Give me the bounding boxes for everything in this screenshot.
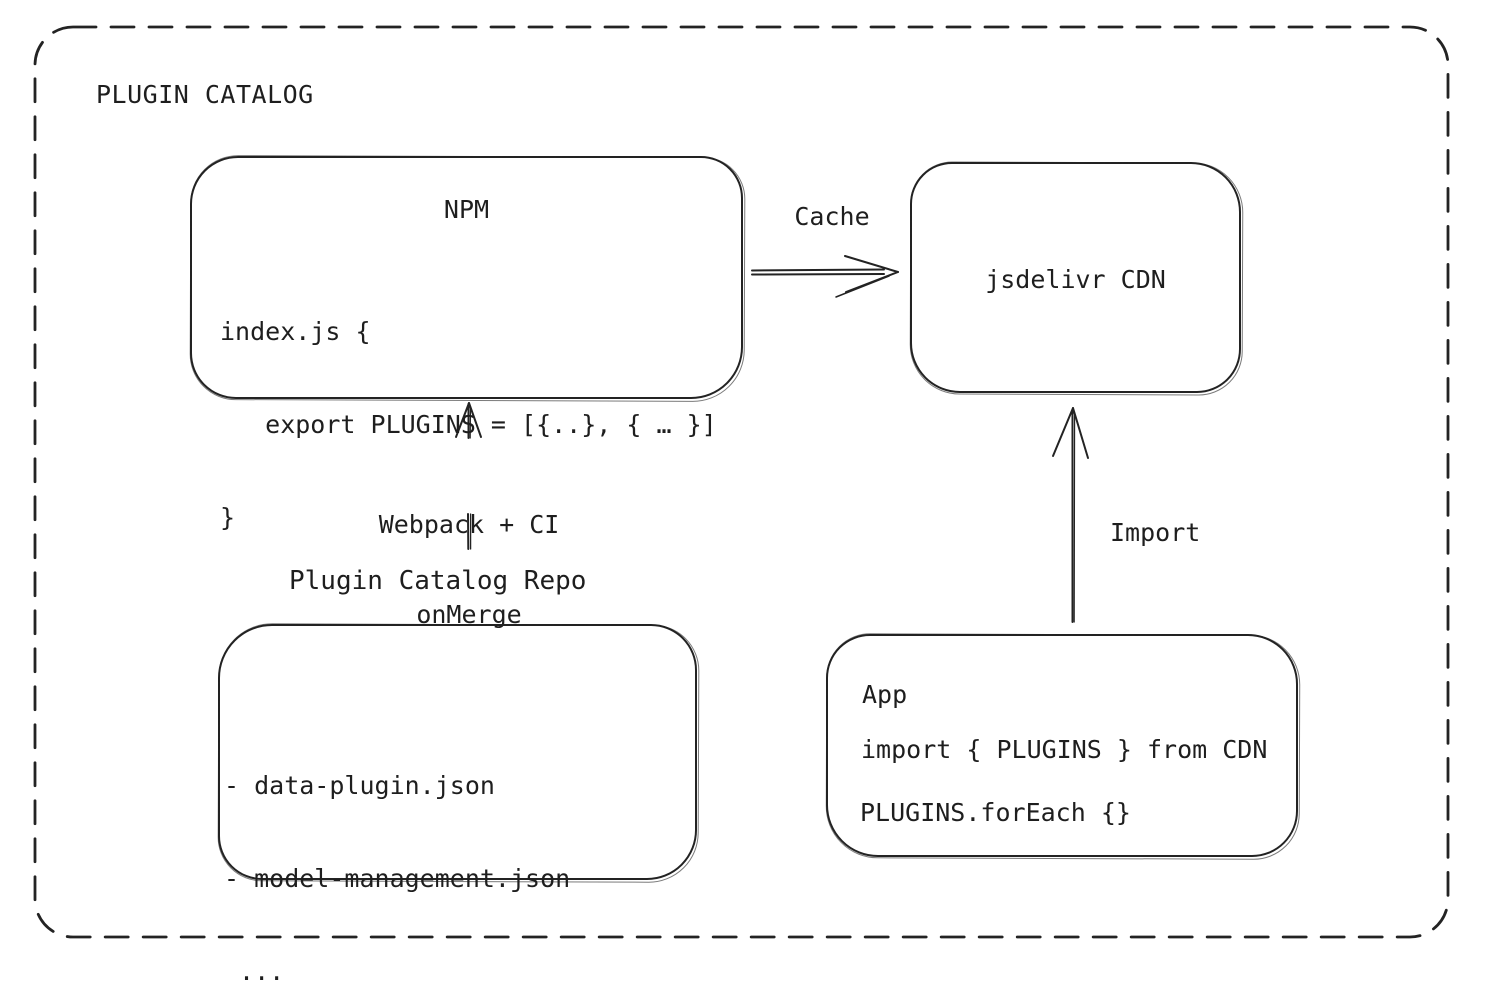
cache-edge-label: Cache [794,202,870,231]
app-code-line: import { PLUGINS } from CDN [861,735,1268,764]
cdn-node-label: jsdelivr CDN [985,265,1166,294]
repo-file-list: - data-plugin.json - model-management.js… [224,708,570,1002]
import-arrow [1052,407,1089,623]
npm-code-line: index.js { [220,317,371,346]
npm-code-line: export PLUGINS = [{..}, { … }] [220,410,717,439]
npm-node-title: NPM [443,195,490,224]
app-node [826,634,1298,857]
repo-file-item: - model-management.json [224,864,571,893]
app-node-title: App [862,680,908,709]
repo-node [218,624,697,880]
repo-file-item: ... [224,957,285,986]
npm-node [190,156,743,399]
app-code-line: PLUGINS.forEach {} [860,798,1131,827]
cache-arrow [751,255,899,298]
repo-file-item: - data-plugin.json [224,771,495,800]
cdn-node [910,162,1241,393]
import-edge-label: Import [1110,518,1201,547]
build-arrow [455,402,482,550]
repo-node-caption: Plugin Catalog Repo [289,566,587,596]
npm-code-line: } [220,503,236,532]
diagram-title: PLUGIN CATALOG [96,80,314,109]
build-edge-label-line: Webpack + CI [378,510,560,539]
npm-code-block: index.js { export PLUGINS = [{..}, { … }… [220,254,717,595]
catalog-dashed-boundary [33,25,1450,939]
